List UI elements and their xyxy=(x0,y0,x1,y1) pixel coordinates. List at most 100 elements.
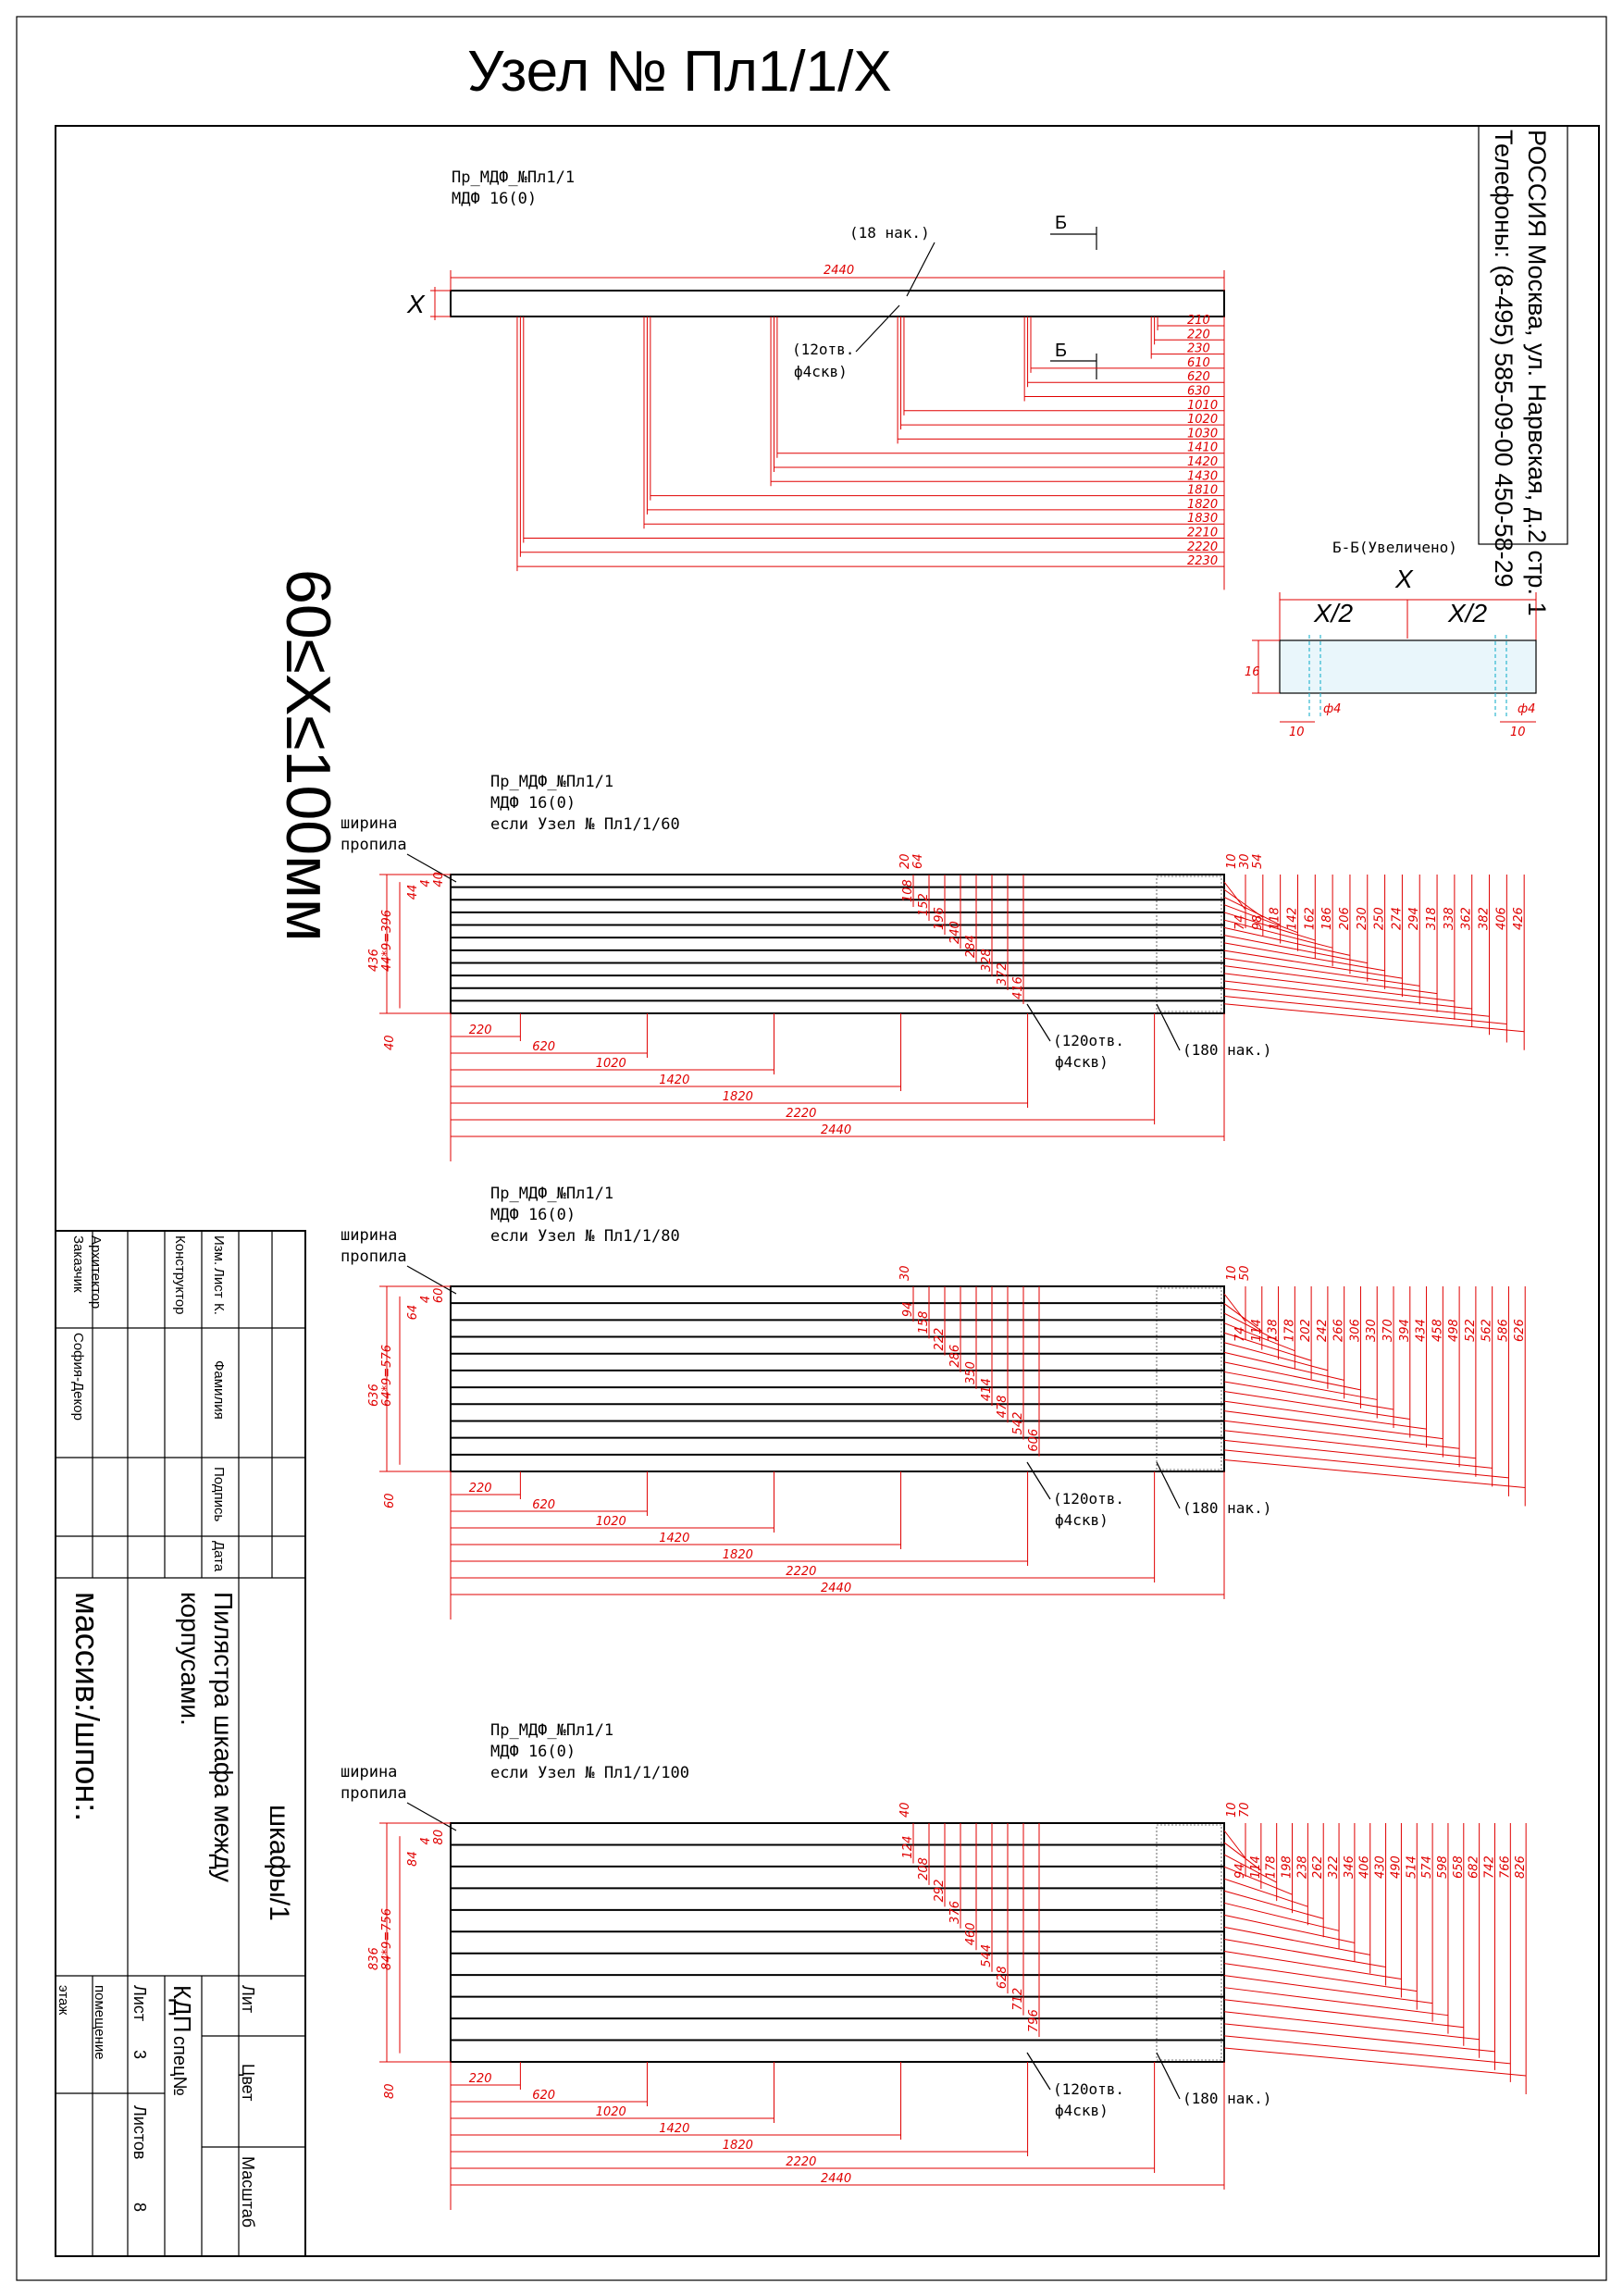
top-panel xyxy=(450,290,1225,317)
variant-right-dim: 458 xyxy=(1431,1319,1444,1342)
variant-height-dim: 4 xyxy=(419,1296,433,1303)
variant-right-dim: 382 xyxy=(1478,907,1492,930)
top-holes-callout-2: ф4скв) xyxy=(794,363,848,380)
variant-right-dim: 178 xyxy=(1282,1319,1296,1342)
variant-mid-dim: 544 xyxy=(980,1944,994,1967)
top-dim-label: 1420 xyxy=(1187,455,1218,469)
variant-top-mid-dim: 40 xyxy=(898,1802,912,1818)
top-part-name: Пр_МДФ_№Пл1/1 xyxy=(452,168,575,187)
stamp-col-data: Дата xyxy=(211,1541,227,1572)
variant-kerf-label-1: ширина xyxy=(341,1763,397,1781)
section-bb: Б-Б(Увеличено) X X/2 X/2 16 10 10 ф4 ф4 xyxy=(1245,539,1537,739)
stamp-customer: Заказчик xyxy=(70,1235,86,1293)
title-block: Архитектор Заказчик София-Декор Конструк… xyxy=(55,1230,306,2257)
variant-top-right-dim: 54 xyxy=(1251,853,1265,869)
variant-height-dim: 636 xyxy=(367,1384,381,1407)
section-edge-left: 10 xyxy=(1289,726,1305,739)
variant-height-dim: 80 xyxy=(383,2083,397,2099)
variant-mid-dim: 292 xyxy=(933,1880,947,1903)
variant-part-name: Пр_МДФ_№Пл1/1 xyxy=(490,1721,613,1740)
variant-right-dim: 230 xyxy=(1356,907,1369,930)
section-half-left: X/2 xyxy=(1313,599,1353,627)
variant-right-dim: 186 xyxy=(1320,907,1334,930)
variant-height-dim: 836 xyxy=(367,1947,381,1970)
variant-right-dim: 522 xyxy=(1464,1319,1478,1342)
variant-part-name: Пр_МДФ_№Пл1/1 xyxy=(490,773,613,791)
variant-right-dim: 362 xyxy=(1460,907,1474,930)
variant-top-right-dim: 30 xyxy=(1238,853,1252,869)
variant-mid-dim: 376 xyxy=(948,1901,962,1924)
variant-height-dim: 436 xyxy=(367,949,381,972)
variant-mid-dim: 124 xyxy=(901,1836,915,1859)
variant-right-dim: 434 xyxy=(1415,1319,1429,1342)
variant-mid-dim: 94 xyxy=(901,1302,915,1318)
variant-holes-2: ф4скв) xyxy=(1055,1053,1109,1071)
variant-bottom-dim: 620 xyxy=(532,1498,555,1512)
variant-mid-dim: 208 xyxy=(917,1857,931,1880)
stamp-sheet: Лист xyxy=(130,1985,149,2021)
stamp-room: помещение xyxy=(92,1985,107,2060)
variant-top-right-dim: 10 xyxy=(1225,853,1239,869)
variant-bottom-dim: 220 xyxy=(469,2072,492,2086)
outer-frame xyxy=(16,16,1607,2281)
variant-bottom-dim: 620 xyxy=(532,2089,555,2103)
variant-top-right-dim: 50 xyxy=(1238,1265,1252,1281)
variant-right-dim: 586 xyxy=(1496,1319,1510,1342)
variant-mid-dim: 478 xyxy=(996,1395,1010,1418)
variant-mid-dim: 606 xyxy=(1027,1429,1041,1452)
stamp-sheets-no: 8 xyxy=(130,2203,149,2212)
variant-right-dim: 250 xyxy=(1373,907,1387,930)
variant-bottom-dim: 220 xyxy=(469,1482,492,1496)
stamp-title-2: корпусами. xyxy=(176,1592,204,1726)
company-line-1: РОССИЯ Москва, ул. Нарвская, д.2 стр. 1 xyxy=(1523,130,1551,615)
variant-holes-2: ф4скв) xyxy=(1055,1511,1109,1529)
variant-mid-dim: 712 xyxy=(1011,1988,1025,2011)
variant-top-mid-dim: 64 xyxy=(911,853,925,869)
variant-bottom-dim: 1420 xyxy=(659,1074,689,1087)
variant-kerf-label-2: пропила xyxy=(341,836,407,854)
variant-right-dim: 574 xyxy=(1420,1855,1434,1879)
variant-material: МДФ 16(0) xyxy=(490,1206,576,1224)
page-title: Узел № Пл1/1/X xyxy=(467,40,892,104)
top-dim-label: 1030 xyxy=(1187,427,1218,441)
top-dim-label: 1430 xyxy=(1187,469,1218,483)
stamp-project: шкафы/1 xyxy=(264,1805,294,1921)
variant-bottom-dim: 2220 xyxy=(786,2155,816,2169)
top-dim-label: 2220 xyxy=(1187,540,1218,554)
variant-right-dim: 370 xyxy=(1381,1319,1395,1342)
variant-right-dim: 430 xyxy=(1374,1855,1388,1879)
variant-height-dim: 44 xyxy=(406,885,420,900)
variant-height-dim: 60 xyxy=(383,1493,397,1508)
stamp-lit: Лит xyxy=(239,1985,257,2013)
variant-mid-dim: 414 xyxy=(980,1378,994,1401)
variant-bottom-dim: 1020 xyxy=(596,2105,626,2119)
variant-mid-dim: 460 xyxy=(964,1922,978,1945)
variant-right-dim: 274 xyxy=(1390,907,1404,930)
variant-mid-dim: 108 xyxy=(901,879,915,902)
variant-height-dim: 40 xyxy=(432,872,446,887)
variant-bottom-dim: 1820 xyxy=(723,1090,753,1104)
stamp-material: массив:/шпон:. xyxy=(68,1592,106,1821)
variant-height-dim: 84*9=756 xyxy=(380,1908,394,1970)
variant-panel xyxy=(450,1822,1225,2063)
variant-condition: если Узел № Пл1/1/80 xyxy=(490,1227,680,1246)
variant-bottom-dim: 1020 xyxy=(596,1515,626,1529)
variant-right-dim: 742 xyxy=(1482,1855,1496,1879)
variant-height-dim: 64 xyxy=(406,1305,420,1321)
variant-bottom-dim: 220 xyxy=(469,1024,492,1037)
variant-bottom-dim: 2220 xyxy=(786,1107,816,1121)
variant-right-dim: 598 xyxy=(1436,1855,1450,1879)
variant-cuts: (180 нак.) xyxy=(1183,1041,1271,1059)
variant-height-dim: 4 xyxy=(419,1837,433,1844)
variant-holes-1: (120отв. xyxy=(1053,1490,1124,1508)
variant-material: МДФ 16(0) xyxy=(490,794,576,813)
top-dim-label: 2230 xyxy=(1187,554,1218,568)
variant-right-dim: 330 xyxy=(1365,1319,1379,1342)
top-dim-label: 630 xyxy=(1187,385,1210,399)
variant-right-dim: 626 xyxy=(1513,1319,1527,1342)
variant-mid-dim: 222 xyxy=(933,1328,947,1351)
variant-bottom-dim: 2440 xyxy=(821,1123,851,1137)
